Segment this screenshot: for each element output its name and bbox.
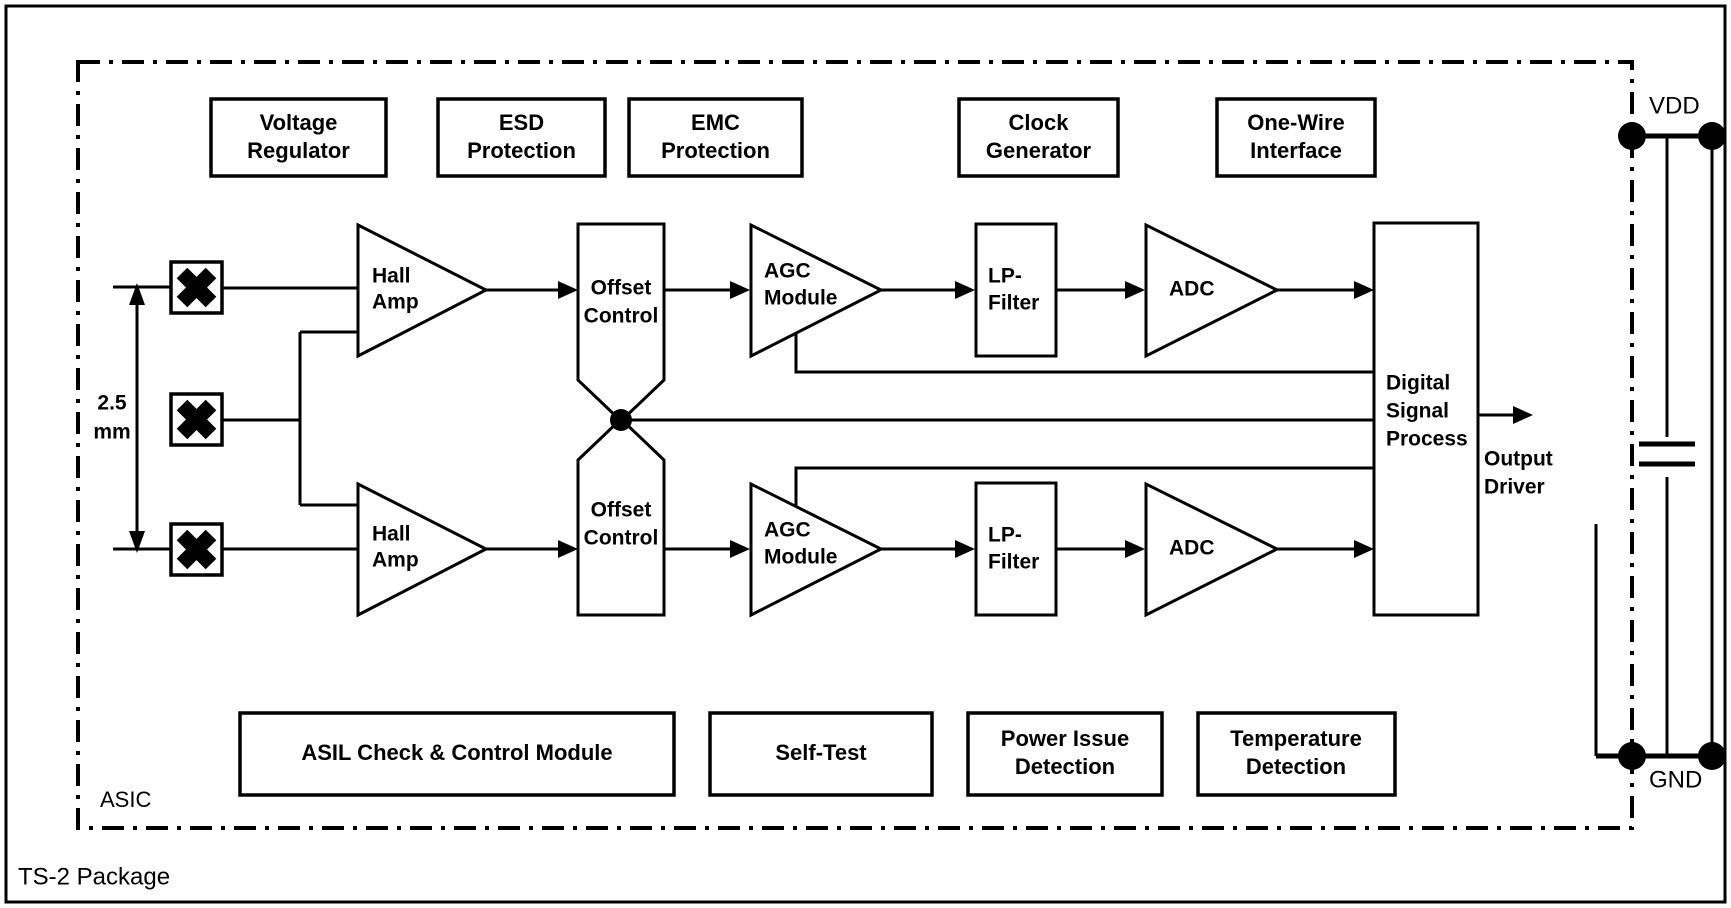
hall-amp-bottom[interactable]: Hall Amp [356,481,490,618]
hall-amp-to-offset-wires [486,281,578,558]
top-block-emc-protection[interactable]: EMC Protection [627,97,804,178]
agc-feedback-top [794,333,1374,374]
vdd-label: VDD [1649,92,1700,119]
dimension-unit: mm [93,421,130,444]
gnd-pin [1698,742,1726,770]
offset-control-line1: Offset [591,277,652,300]
agc-to-lpfilter-wires [881,281,975,558]
bottom-block-asil-check-control-module[interactable]: ASIL Check & Control Module [238,711,676,797]
bottom-block-line2: Detection [1015,754,1115,779]
adc-label: ADC [1169,537,1215,560]
lp-filter-bottom[interactable]: LP- Filter [974,481,1058,617]
package-label: TS-2 Package [18,863,170,890]
output-driver-line1: Output [1484,448,1553,471]
output-driver: Output Driver [1478,406,1553,499]
hall-element-top[interactable] [169,260,224,315]
vdd-pin [1698,122,1726,150]
top-block-line2: Protection [661,138,770,163]
offset-control-top[interactable]: Offset Control [576,222,666,424]
offset-control-bottom[interactable]: Offset Control [576,416,666,617]
lp-filter-line1: LP- [988,265,1022,288]
agc-module-line2: Module [764,546,838,569]
asic-boundary [76,60,1634,830]
offset-junction [610,409,1374,431]
output-driver-line2: Driver [1484,476,1545,499]
dsp-line3: Process [1386,428,1468,451]
bottom-block-self-test[interactable]: Self-Test [708,711,934,797]
dsp-line2: Signal [1386,400,1449,423]
power-rails: VDD GND [1594,92,1726,793]
gnd-label: GND [1649,766,1702,793]
hall-element-bottom[interactable] [169,522,224,577]
asic-label: ASIC [100,787,151,812]
agc-module-line1: AGC [764,519,811,542]
top-block-line1: Clock [1009,110,1070,135]
top-block-one-wire-interface[interactable]: One-Wire Interface [1215,97,1377,178]
hall-amp-line2: Amp [372,291,419,314]
top-block-line1: One-Wire [1247,110,1345,135]
hall-amp-line1: Hall [372,523,411,546]
lp-filter-line2: Filter [988,551,1039,574]
adc-top[interactable]: ADC [1144,222,1281,359]
top-block-line2: Protection [467,138,576,163]
lp-filter-line1: LP- [988,524,1022,547]
package-outline [4,4,1727,904]
top-block-line2: Regulator [247,138,350,163]
hall-wiring [222,286,358,551]
bottom-block-line1: ASIL Check & Control Module [301,740,612,765]
agc-module-bottom[interactable]: AGC Module [749,481,885,618]
adc-bottom[interactable]: ADC [1144,481,1281,618]
offset-to-agc-wires [664,281,750,558]
gnd-pad [1618,742,1646,770]
dimension-2-5mm: 2.5 mm [93,283,187,553]
hall-amp-top[interactable]: Hall Amp [356,222,490,359]
hall-amp-line1: Hall [372,265,411,288]
adc-label: ADC [1169,278,1215,301]
top-block-line1: ESD [499,110,544,135]
adc-to-dsp-wires [1277,281,1374,558]
top-block-esd-protection[interactable]: ESD Protection [436,97,607,178]
agc-module-line1: AGC [764,260,811,283]
bottom-block-temperature-detection[interactable]: Temperature Detection [1196,711,1397,797]
lp-filter-line2: Filter [988,292,1039,315]
offset-control-line2: Control [584,305,659,328]
agc-module-top[interactable]: AGC Module [749,222,885,359]
top-block-line2: Interface [1250,138,1342,163]
top-block-line1: EMC [691,110,740,135]
digital-signal-process[interactable]: Digital Signal Process [1372,221,1480,617]
agc-feedback-bottom [794,466,1374,507]
hall-element-middle[interactable] [169,392,224,447]
offset-control-line2: Control [584,527,659,550]
offset-control-line1: Offset [591,499,652,522]
bottom-block-power-issue-detection[interactable]: Power Issue Detection [966,711,1164,797]
bottom-block-line1: Power Issue [1001,726,1129,751]
hall-amp-line2: Amp [372,549,419,572]
top-block-clock-generator[interactable]: Clock Generator [957,97,1120,178]
top-block-line1: Voltage [260,110,338,135]
bottom-block-line1: Temperature [1230,726,1362,751]
bottom-block-line2: Detection [1246,754,1346,779]
lp-filter-top[interactable]: LP- Filter [974,222,1058,358]
top-block-voltage-regulator[interactable]: Voltage Regulator [209,97,388,178]
top-block-line2: Generator [986,138,1092,163]
vdd-pad [1618,122,1646,150]
bottom-block-line1: Self-Test [775,740,867,765]
agc-module-line2: Module [764,287,838,310]
dsp-line1: Digital [1386,372,1450,395]
lpfilter-to-adc-wires [1056,281,1145,558]
dimension-value: 2.5 [97,392,127,415]
